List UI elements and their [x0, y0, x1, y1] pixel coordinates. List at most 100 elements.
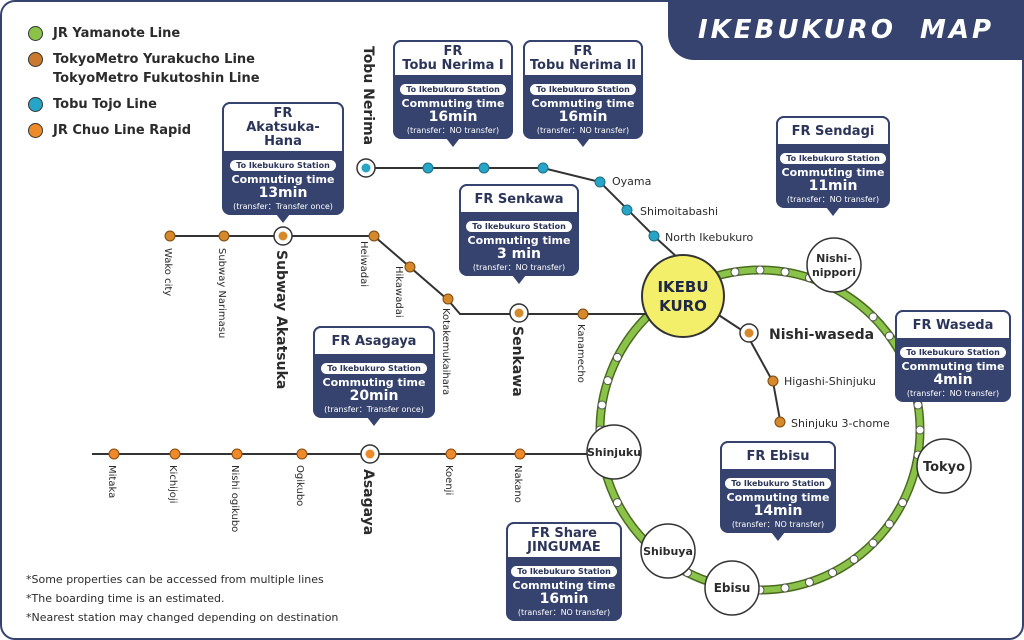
- heiwadai-label: Heiwadai: [358, 241, 369, 287]
- card-title-line: JINGUMAE: [527, 540, 601, 555]
- north-ikebukuro-label: North Ikebukuro: [665, 231, 753, 244]
- card-asagaya[interactable]: FR Asagaya To Ikebukuro Station Commutin…: [313, 326, 435, 426]
- card-title-line: FR: [273, 106, 293, 121]
- legend-label: JR Chuo Line Rapid: [53, 123, 192, 138]
- mitaka-station[interactable]: [108, 448, 120, 460]
- card-senkawa[interactable]: FR Senkawa To Ikebukuro Station Commutin…: [459, 184, 579, 284]
- card-commute-label: Commuting time: [512, 579, 616, 592]
- shinjuku-label: Shinjuku: [587, 446, 641, 459]
- card-commute-minutes: 16min: [558, 109, 608, 125]
- yamanote-minor-stop: [804, 577, 814, 587]
- nakano-station[interactable]: [514, 448, 526, 460]
- legend-item-tobu: Tobu Tojo Line: [28, 95, 260, 114]
- card-commute-minutes: 13min: [258, 185, 308, 201]
- ogikubo-station[interactable]: [296, 448, 308, 460]
- yamanote-minor-stop: [730, 267, 740, 277]
- card-transfer-info: (transfer：NO transfer): [786, 195, 880, 204]
- yamanote-minor-stop: [898, 498, 908, 508]
- hikawadai-station[interactable]: [404, 261, 416, 273]
- tokyo-station[interactable]: [916, 438, 972, 494]
- legend-item-chuo: JR Chuo Line Rapid: [28, 121, 260, 140]
- ebisu-label: Ebisu: [714, 581, 751, 595]
- oyama-label: Oyama: [612, 175, 651, 188]
- higashi-shinjuku-station[interactable]: [767, 375, 779, 387]
- card-ebisu[interactable]: FR Ebisu To Ikebukuro Station Commuting …: [720, 441, 836, 541]
- kotakemukaihara-label: Kotakemukaihara: [440, 308, 451, 395]
- yamanote-minor-stop: [868, 538, 878, 548]
- tobu-stop[interactable]: [537, 162, 549, 174]
- shimoitabashi-station[interactable]: [621, 204, 633, 216]
- card-commute-minutes: 16min: [428, 109, 478, 125]
- card-title-line: Tobu Nerima II: [529, 58, 637, 73]
- card-title-line: FR: [443, 44, 463, 59]
- nakano-label: Nakano: [512, 465, 523, 503]
- nishi-ogikubo-station[interactable]: [231, 448, 243, 460]
- kichijoji-station[interactable]: [169, 448, 181, 460]
- card-title-line: FR Asagaya: [331, 334, 417, 349]
- ebisu-station[interactable]: [704, 560, 760, 616]
- shimoitabashi-label: Shimoitabashi: [640, 205, 718, 218]
- kanamecho-station[interactable]: [577, 308, 589, 320]
- heiwadai-station[interactable]: [368, 230, 380, 242]
- yamanote-minor-stop: [915, 425, 925, 435]
- hub-label-2: KURO: [659, 297, 707, 315]
- card-title: FR Ebisu: [720, 441, 836, 471]
- subway-narimasu-station[interactable]: [218, 230, 230, 242]
- koenji-label: Koenji: [443, 465, 454, 495]
- card-waseda[interactable]: FR Waseda To Ikebukuro Station Commuting…: [895, 310, 1011, 402]
- legend-label: Tobu Tojo Line: [53, 97, 157, 112]
- shinjuku-3chome-station[interactable]: [774, 416, 786, 428]
- north-ikebukuro-station[interactable]: [648, 230, 660, 242]
- card-title: FR Waseda: [895, 310, 1011, 340]
- card-title: FR Sendagi: [776, 116, 890, 146]
- senkawa-label: Senkawa: [509, 326, 525, 397]
- map-title: IKEBUKURO MAP: [697, 15, 995, 45]
- yamanote-color-swatch: [28, 26, 43, 41]
- koenji-station[interactable]: [445, 448, 457, 460]
- senkawa-station-inner: [514, 308, 524, 318]
- tokyometro-color-swatch: [28, 52, 43, 67]
- card-commute-minutes: 4min: [933, 372, 973, 388]
- wako-city-station[interactable]: [164, 230, 176, 242]
- subway-akatsuka-label: Subway Akatsuka: [273, 250, 289, 389]
- wako-city-label: Wako city: [162, 248, 173, 296]
- line-legend: JR Yamanote Line TokyoMetro Yurakucho Li…: [28, 24, 260, 147]
- nishi-ogikubo-label: Nishi ogikubo: [229, 465, 240, 532]
- ikebukuro-hub[interactable]: [641, 254, 725, 338]
- nishi-nippori-label-2: nippori: [812, 266, 856, 279]
- shinjuku-3chome-label: Shinjuku 3-chome: [791, 417, 890, 430]
- card-destination: To Ikebukuro Station: [530, 84, 636, 95]
- yamanote-minor-stop: [780, 267, 790, 277]
- card-commute-label: Commuting time: [322, 376, 426, 389]
- yamanote-minor-stop: [849, 554, 859, 564]
- shinjuku-station[interactable]: [586, 424, 642, 480]
- kotakemukaihara-station[interactable]: [442, 293, 454, 305]
- card-destination: To Ikebukuro Station: [230, 160, 336, 171]
- card-title-line: Tobu Nerima I: [402, 58, 504, 73]
- card-transfer-info: (transfer：NO transfer): [406, 126, 500, 135]
- oyama-station[interactable]: [594, 176, 606, 188]
- nishi-nippori-station[interactable]: [806, 237, 862, 293]
- card-destination: To Ikebukuro Station: [725, 478, 831, 489]
- tobu-stop[interactable]: [422, 162, 434, 174]
- tobu-nerima-station-inner: [361, 163, 371, 173]
- shibuya-station[interactable]: [640, 523, 696, 579]
- yamanote-minor-stop: [755, 265, 765, 275]
- yamanote-major-stations: [586, 237, 972, 616]
- tobu-stop[interactable]: [478, 162, 490, 174]
- legend-item-yamanote: JR Yamanote Line: [28, 24, 260, 43]
- footnote: *Some properties can be accessed from mu…: [26, 573, 324, 586]
- card-sendagi[interactable]: FR Sendagi To Ikebukuro Station Commutin…: [776, 116, 890, 216]
- card-commute-label: Commuting time: [901, 360, 1005, 373]
- card-transfer-info: (transfer：NO transfer): [731, 520, 825, 529]
- map-title-banner: IKEBUKURO MAP: [668, 0, 1024, 60]
- card-title-line: FR Ebisu: [746, 449, 810, 464]
